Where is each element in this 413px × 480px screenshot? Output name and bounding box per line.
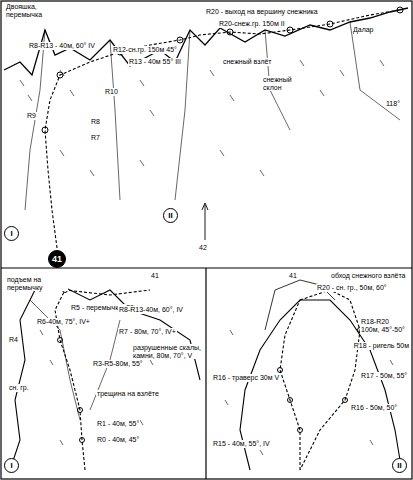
section-number: I: [10, 462, 12, 470]
section-circle: II: [163, 208, 178, 223]
route-note: R20 - сн. гр., 50м, 60°: [316, 284, 388, 292]
route-note: R10: [104, 88, 119, 96]
section-circle: I: [4, 226, 19, 241]
route-note: Двояшка, перемычка: [5, 3, 62, 18]
route-note: R0 - 40м, 45°: [96, 436, 140, 444]
route-note: разрушенные скалы, камни, 80м, 70°, V: [132, 344, 204, 359]
route-note: трещина на взлёте: [96, 390, 178, 398]
section-circle: 41: [48, 250, 66, 268]
route-note: R8: [90, 118, 101, 126]
section-number: II: [168, 212, 172, 220]
route-note: Далар: [352, 26, 375, 34]
section-circle: II: [392, 458, 407, 473]
route-note: 41: [288, 272, 298, 280]
route-note: R20-снеж.гр. 150м II: [218, 20, 286, 28]
route-note: R13 - 40м 55° III: [128, 58, 182, 66]
route-note: R8-R13 - 40м, 60° IV: [28, 42, 96, 50]
route-note: R7: [90, 134, 101, 142]
route-note: 41: [150, 272, 160, 280]
route-note: подъем на перемычку: [6, 276, 68, 291]
route-note: R20 - выход на вершину снежника: [205, 8, 337, 16]
section-circle: I: [4, 458, 19, 473]
route-note: снежный взлёт: [222, 58, 273, 66]
route-note: сн. гр.: [8, 384, 30, 392]
route-note: R3-R5-80м, 55°: [92, 360, 144, 368]
route-note: R16 - 50м, 50°: [350, 404, 398, 412]
section-number: II: [397, 462, 401, 470]
route-note: R18 - ригель 50м: [353, 342, 410, 350]
route-note: 42: [198, 244, 208, 252]
section-number: I: [10, 230, 12, 238]
route-note: обход снежного взлёта: [330, 272, 407, 280]
route-note: R8-R13-40м, 60°, IV: [118, 306, 184, 314]
route-note: снежный склон: [262, 76, 309, 91]
route-note: R12-сн.гр. 150м 45°: [112, 46, 178, 54]
route-note: 118°: [385, 100, 401, 108]
route-note: R18-R20 100м, 45°-50°: [360, 318, 410, 333]
route-note: R15 - 40м, 55°, IV: [212, 440, 271, 448]
route-note: R6-40м, 75°, IV+: [36, 318, 91, 326]
route-note: R4: [8, 336, 19, 344]
route-note: R1 - 40м, 55°: [96, 420, 140, 428]
section-number: 41: [52, 255, 62, 264]
route-note: R16 - траверс 30м V: [212, 374, 280, 382]
route-note: R7 - 80м, 70°, IV+: [118, 328, 177, 336]
route-note: R17 - 50м, 55°: [360, 372, 408, 380]
route-note: R9: [26, 112, 37, 120]
